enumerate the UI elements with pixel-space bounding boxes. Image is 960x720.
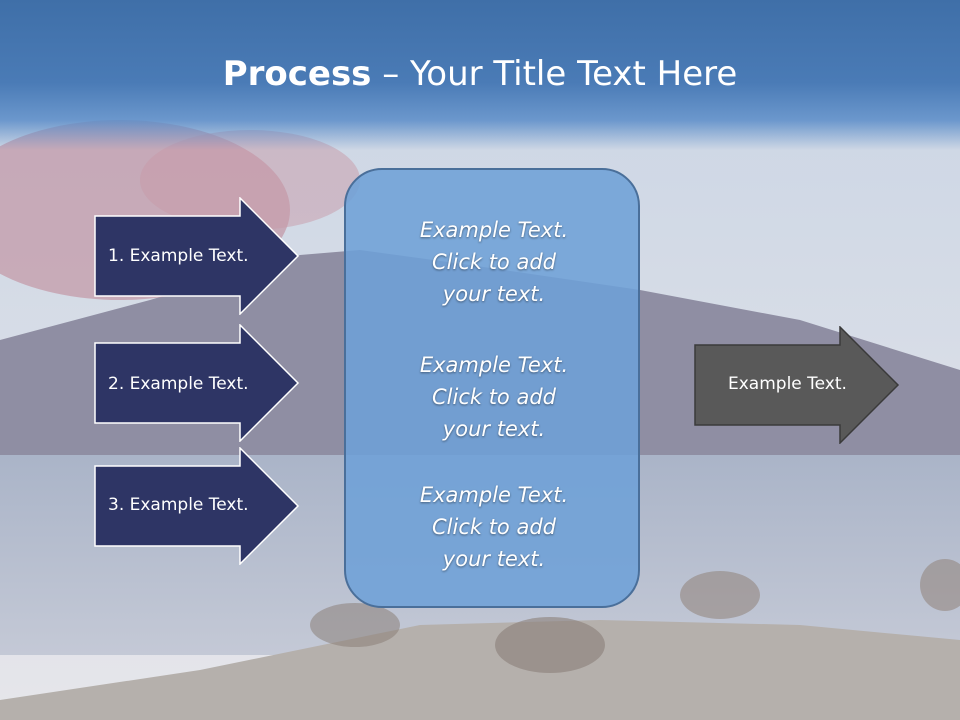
- paragraph-line: Click to add: [431, 385, 556, 409]
- left-arrow-2[interactable]: [94, 324, 300, 442]
- center-paragraph-2: Example Text. Click to add your text.: [346, 349, 642, 445]
- center-paragraph-1: Example Text. Click to add your text.: [346, 214, 642, 310]
- title-rest: – Your Title Text Here: [371, 54, 738, 94]
- left-arrow-1[interactable]: [94, 197, 300, 315]
- left-arrow-3-label: 3. Example Text.: [108, 495, 249, 515]
- paragraph-line: your text.: [442, 417, 546, 441]
- title-bold: Process: [222, 54, 372, 94]
- paragraph-line: your text.: [442, 547, 546, 571]
- left-arrow-1-label: 1. Example Text.: [108, 246, 249, 266]
- paragraph-line: Click to add: [431, 250, 556, 274]
- paragraph-line: Example Text.: [419, 353, 569, 377]
- paragraph-line: Example Text.: [419, 218, 569, 242]
- paragraph-line: your text.: [442, 282, 546, 306]
- left-arrow-3[interactable]: [94, 447, 300, 565]
- center-paragraph-3: Example Text. Click to add your text.: [346, 479, 642, 575]
- right-arrow[interactable]: [694, 326, 900, 444]
- paragraph-line: Click to add: [431, 515, 556, 539]
- right-arrow-label: Example Text.: [728, 374, 847, 394]
- paragraph-line: Example Text.: [419, 483, 569, 507]
- slide-title: Process – Your Title Text Here: [0, 52, 960, 96]
- title-band: [0, 0, 960, 150]
- center-text-box[interactable]: Example Text. Click to add your text. Ex…: [344, 168, 640, 608]
- left-arrow-2-label: 2. Example Text.: [108, 374, 249, 394]
